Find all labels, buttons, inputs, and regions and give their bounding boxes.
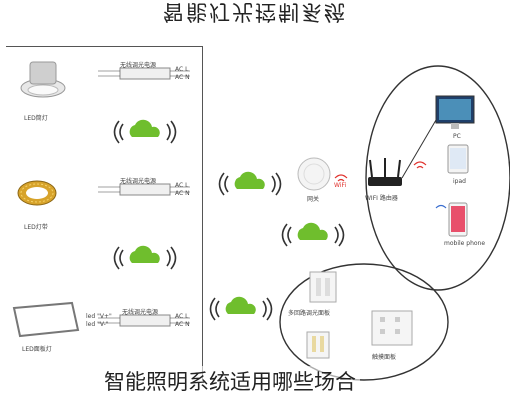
gateway-icon: [297, 157, 331, 191]
out-neg-label: led "V-": [86, 321, 109, 328]
driver-3-icon: [119, 314, 171, 327]
left-frame: [6, 46, 203, 379]
caption: 智能照明系统适用哪些场合: [100, 366, 360, 396]
driver-1-label: 无线调光电源: [120, 62, 157, 69]
touch-panel-label: 触摸面板: [372, 354, 397, 361]
out-pos-label: led "V+": [86, 313, 112, 320]
downlight-icon: [20, 61, 66, 98]
driver-2-icon: [119, 183, 171, 196]
ac-l-label-2: AC L: [175, 182, 189, 189]
gateway-label: 网关: [307, 196, 320, 203]
phone-label: mobile phone: [444, 240, 486, 247]
ac-n-label-2: AC N: [175, 190, 190, 197]
network-boundary: [365, 65, 510, 291]
driver-3-label: 无线调光电源: [122, 309, 159, 316]
cloud-icon-3: [218, 171, 282, 196]
router-pc-cable: [401, 119, 437, 179]
strip-label: LED灯带: [24, 224, 48, 231]
panel-light-icon: [12, 301, 80, 338]
ipad-label: ipad: [453, 178, 466, 185]
cloud-icon-1: [113, 119, 177, 144]
driver-1-icon: [119, 67, 171, 80]
multi-panel-icon: [306, 271, 337, 359]
cloud-icon-4: [281, 222, 345, 247]
ac-n-label-1: AC N: [175, 74, 190, 81]
pc-label: PC: [453, 133, 461, 140]
router-label: WIFI 路由器: [365, 195, 398, 202]
downlight-label: LED筒灯: [24, 115, 48, 122]
cloud-icon-5: [209, 296, 273, 321]
touch-panel-icon: [371, 310, 413, 346]
router-icon: [368, 158, 402, 186]
panels-boundary: [279, 263, 449, 381]
multi-panel-label: 多回路调光面板: [288, 310, 331, 317]
phone-icon: [448, 202, 468, 237]
ac-l-label-1: AC L: [175, 66, 189, 73]
pc-monitor-icon: [435, 95, 475, 129]
cloud-icon-2: [113, 245, 177, 270]
panel-light-label: LED面板灯: [22, 346, 52, 353]
led-strip-icon: [17, 180, 57, 206]
ipad-icon: [447, 144, 469, 174]
wifi-badge-icon: [334, 161, 447, 209]
wifi-badge-label: WiFi: [334, 182, 347, 189]
ac-n-label-3: AC N: [175, 321, 190, 328]
driver-2-label: 无线调光电源: [120, 178, 157, 185]
ac-l-label-3: AC L: [175, 313, 189, 320]
